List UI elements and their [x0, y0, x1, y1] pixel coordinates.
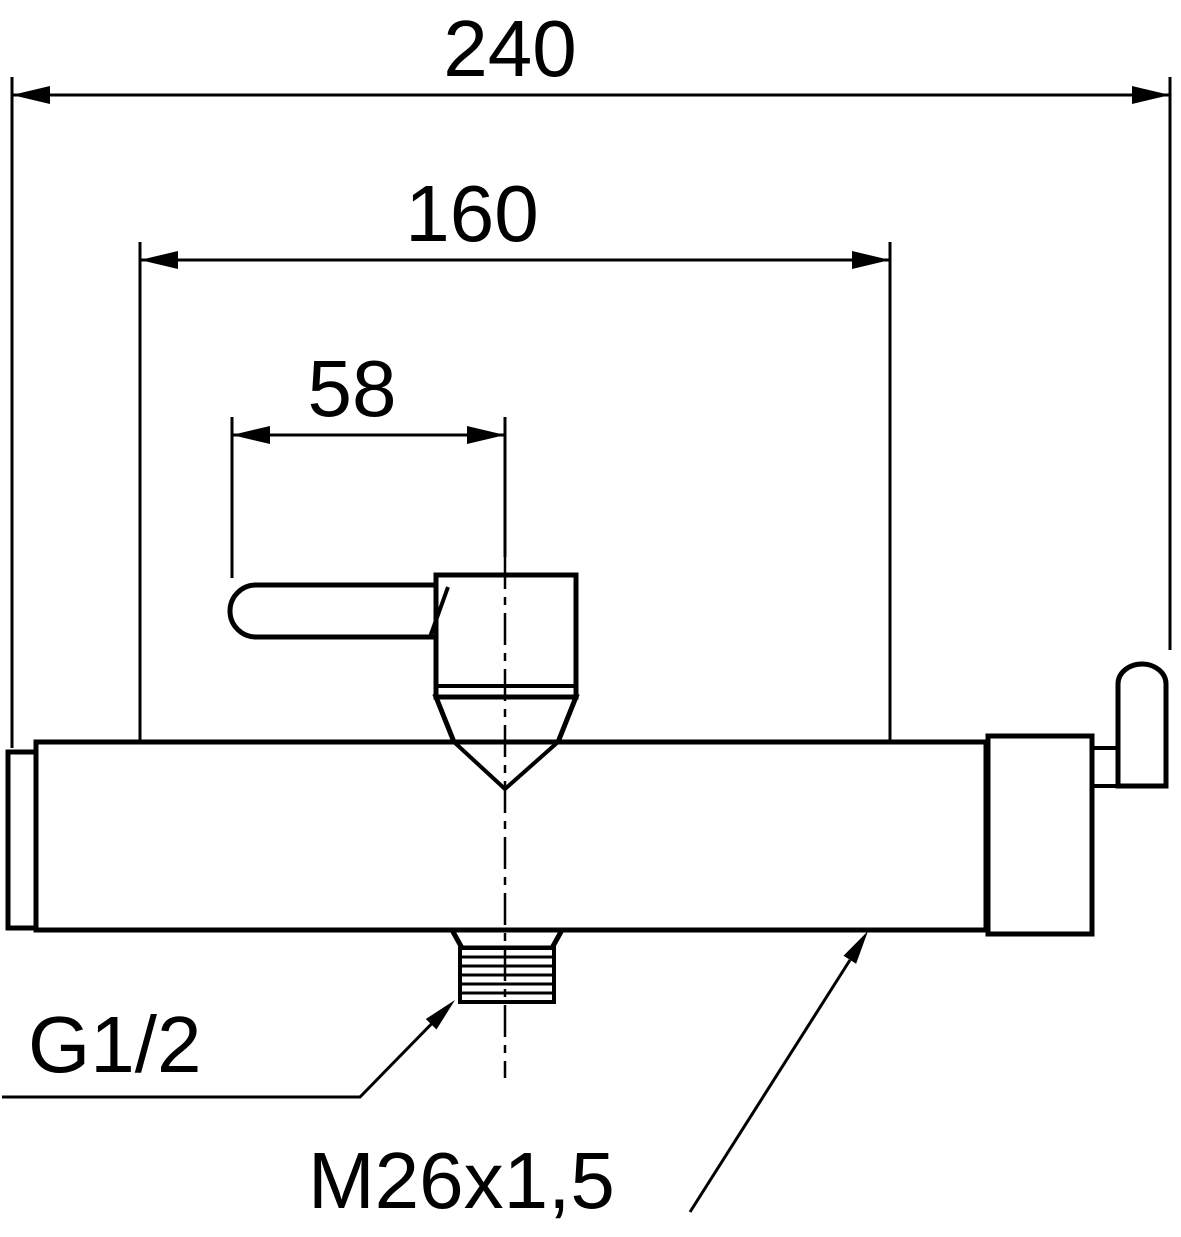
dim-58-label: 58: [308, 344, 397, 433]
lever-handle: [227, 582, 453, 640]
callout-m26: M26x1,5: [308, 931, 868, 1225]
m26-leader-line: [688, 959, 852, 1213]
dimension-58: 58: [230, 344, 507, 578]
arrowhead-right: [467, 426, 505, 444]
g12-leader-arrowhead: [425, 1000, 455, 1030]
dimension-160: 160: [138, 169, 892, 740]
diverter-knob: [1115, 661, 1169, 789]
diverter-bracket: [1092, 746, 1118, 788]
right-connection-block: [985, 733, 1095, 937]
g12-label: G1/2: [28, 1000, 201, 1089]
arrowhead-right: [852, 251, 890, 269]
lever-joint-line: [428, 586, 450, 638]
m26-leader-arrowhead: [843, 931, 868, 964]
dimension-240: 240: [10, 4, 1172, 748]
callout-g12: G1/2: [2, 1000, 455, 1099]
outlet-neck: [447, 927, 567, 951]
outlet-thread: [458, 946, 556, 1004]
arrowhead-left: [140, 251, 178, 269]
thread-lines: [460, 955, 554, 995]
main-body-bar: [33, 739, 989, 933]
dim-160-label: 160: [405, 169, 538, 258]
arrowhead-left: [232, 426, 270, 444]
arrowhead-right: [1132, 86, 1170, 104]
arrowhead-left: [12, 86, 50, 104]
left-end-cap: [5, 749, 39, 931]
m26-label: M26x1,5: [308, 1136, 615, 1225]
g12-leader-line: [2, 1005, 450, 1099]
dim-240-label: 240: [443, 4, 576, 93]
faucet-body: [5, 572, 1169, 1004]
